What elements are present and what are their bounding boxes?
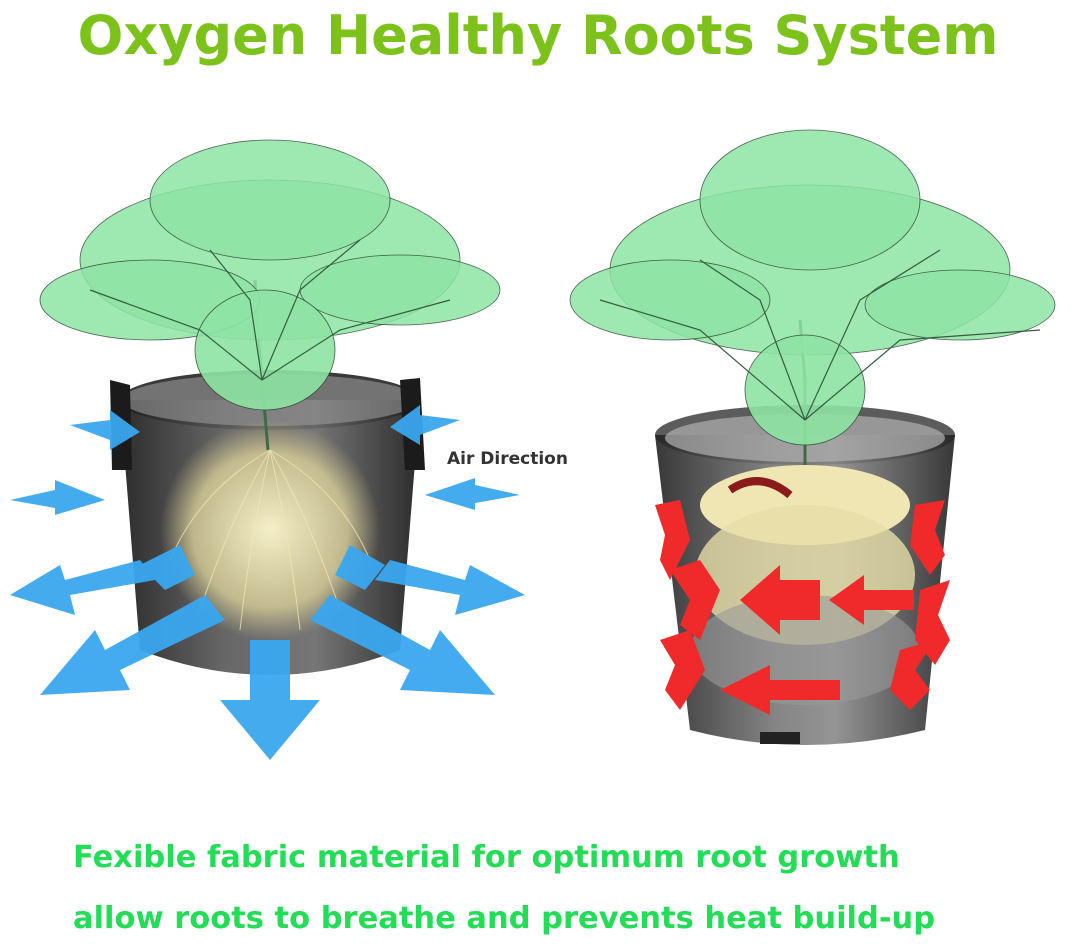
illustration	[10, 129, 1056, 760]
plant-icon	[39, 139, 501, 451]
plant-icon	[569, 129, 1056, 465]
blue-arrow-icon	[10, 405, 525, 760]
red-arrow-icon	[655, 500, 950, 715]
caption-line-2: allow roots to breathe and prevents heat…	[73, 901, 936, 936]
page-title: Oxygen Healthy Roots System	[77, 4, 999, 67]
caption-line-1: Fexible fabric material for optimum root…	[73, 840, 900, 875]
air-direction-label: Air Direction	[447, 449, 568, 469]
